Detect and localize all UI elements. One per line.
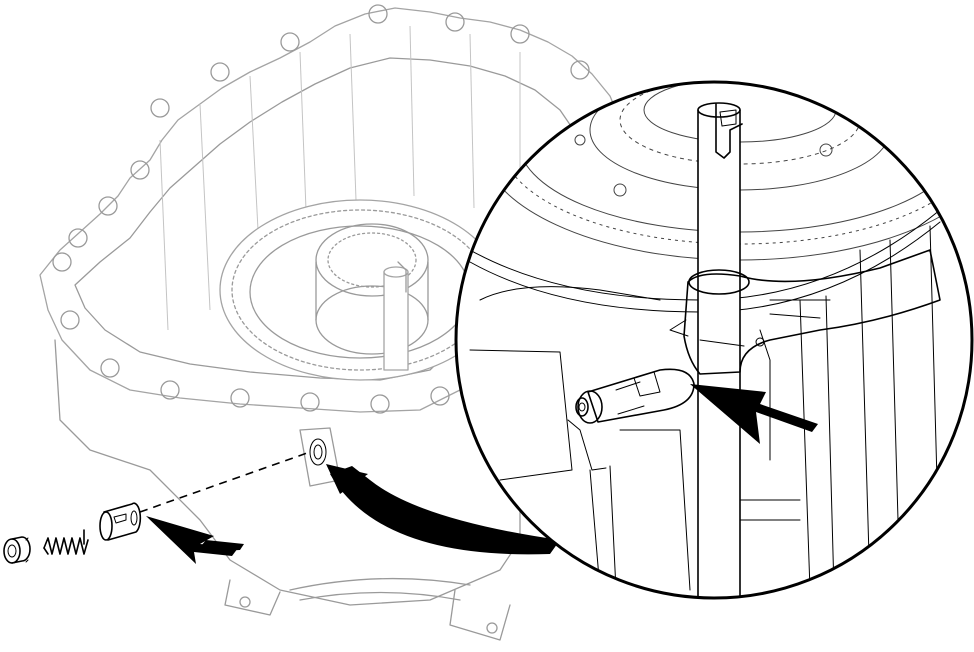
mount-foot-hole bbox=[486, 622, 498, 634]
case-bottom-flange bbox=[289, 577, 471, 601]
detail-sleeve bbox=[567, 368, 695, 471]
detail-arrow bbox=[690, 384, 818, 444]
bore-location bbox=[309, 438, 327, 466]
plug-part bbox=[3, 536, 31, 564]
mount-foot-hole-left bbox=[239, 596, 251, 608]
case-mount-foot bbox=[224, 579, 511, 641]
detail-shaft bbox=[697, 102, 743, 598]
spring-part bbox=[43, 529, 89, 555]
detail-view bbox=[454, 80, 974, 600]
callout-arrow bbox=[330, 466, 560, 555]
detail-circle-border bbox=[454, 80, 974, 600]
detail-lever bbox=[669, 249, 941, 375]
callout-arrow-head bbox=[326, 464, 368, 494]
sleeve-part bbox=[99, 502, 142, 541]
installation-arrow-shaft bbox=[196, 540, 244, 552]
alignment-line bbox=[139, 451, 311, 513]
case-internal-ribs bbox=[159, 25, 521, 331]
exploded-parts bbox=[3, 502, 142, 564]
installation-arrow bbox=[146, 516, 238, 564]
flange-bolt-bosses bbox=[52, 4, 622, 414]
shaft-ghost bbox=[383, 261, 409, 371]
case-inner-opening bbox=[74, 57, 576, 381]
